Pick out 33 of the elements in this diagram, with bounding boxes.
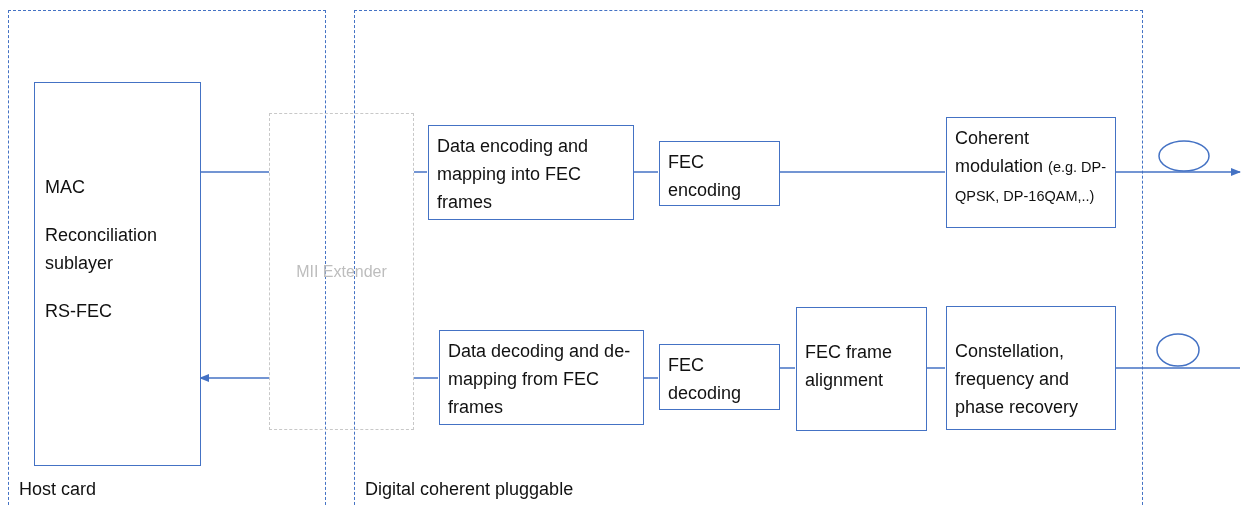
connector-line <box>199 171 270 173</box>
connector-line <box>778 171 946 173</box>
connector-line <box>642 377 659 379</box>
process-box <box>659 141 780 206</box>
box-label: Data encoding and mapping into FEC frames <box>437 135 590 214</box>
process-box <box>659 344 780 410</box>
connector-line <box>632 171 659 173</box>
box-label: MII Extender <box>296 262 387 281</box>
process-box <box>946 306 1116 430</box>
layer-label: RS-FEC <box>45 300 113 323</box>
connector-line <box>1114 367 1241 369</box>
box-label: FEC decoding <box>668 354 743 405</box>
process-box <box>946 117 1116 228</box>
arrow <box>1114 167 1242 177</box>
layer-label: MAC <box>45 176 86 199</box>
box-label: FEC frame alignment <box>805 341 893 392</box>
connector-line <box>413 377 439 379</box>
box-label: Coherent modulation (e.g. DP-QPSK, DP-16QAM,..) <box>955 127 1107 206</box>
connector-line <box>778 367 796 369</box>
process-box <box>439 330 644 425</box>
process-box <box>796 307 927 431</box>
connector-line <box>925 367 946 369</box>
region-label: Digital coherent pluggable <box>365 479 574 500</box>
box-label: FEC encoding <box>668 151 743 202</box>
process-box <box>428 125 634 220</box>
region-label: Host card <box>19 479 97 500</box>
layer-box <box>34 82 201 466</box>
connector-line <box>413 171 428 173</box>
layer-label: Reconciliation sublayer <box>45 224 159 275</box>
box-label: Constellation, frequency and phase recovery <box>955 340 1080 419</box>
dashed-region <box>8 10 326 506</box>
dashed-box <box>269 113 414 430</box>
box-label: Data decoding and de-mapping from FEC frames <box>448 340 632 419</box>
